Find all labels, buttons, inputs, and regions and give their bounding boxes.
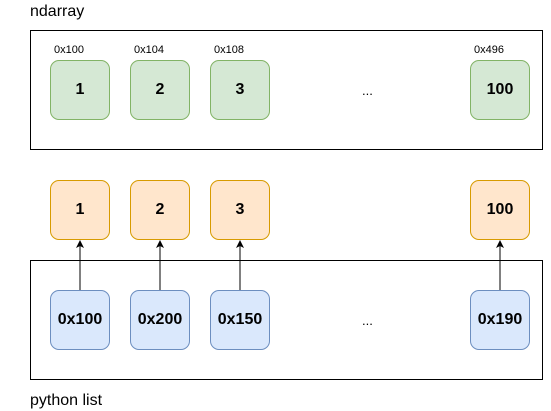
pointer-cell-1: 0x100: [50, 290, 110, 350]
pointer-cell-4: 0x190: [470, 290, 530, 350]
ndarray-cell-1: 1: [50, 60, 110, 120]
python-list-container: [30, 260, 543, 380]
ndarray-ellipsis: ...: [362, 83, 373, 98]
object-cell-4: 100: [470, 180, 530, 240]
ndarray-address-4: 0x496: [474, 44, 504, 56]
ndarray-title: ndarray: [30, 3, 85, 20]
pointer-cell-2: 0x200: [130, 290, 190, 350]
object-cell-3: 3: [210, 180, 270, 240]
ndarray-address-1: 0x100: [54, 44, 84, 56]
python-list-ellipsis: ...: [362, 313, 373, 328]
pointer-cell-3: 0x150: [210, 290, 270, 350]
object-cell-2: 2: [130, 180, 190, 240]
ndarray-cell-2: 2: [130, 60, 190, 120]
ndarray-address-3: 0x108: [214, 44, 244, 56]
object-cell-1: 1: [50, 180, 110, 240]
python-list-title: python list: [30, 392, 103, 409]
ndarray-cell-4: 100: [470, 60, 530, 120]
ndarray-cell-3: 3: [210, 60, 270, 120]
ndarray-address-2: 0x104: [134, 44, 164, 56]
ndarray-container: [30, 30, 543, 150]
